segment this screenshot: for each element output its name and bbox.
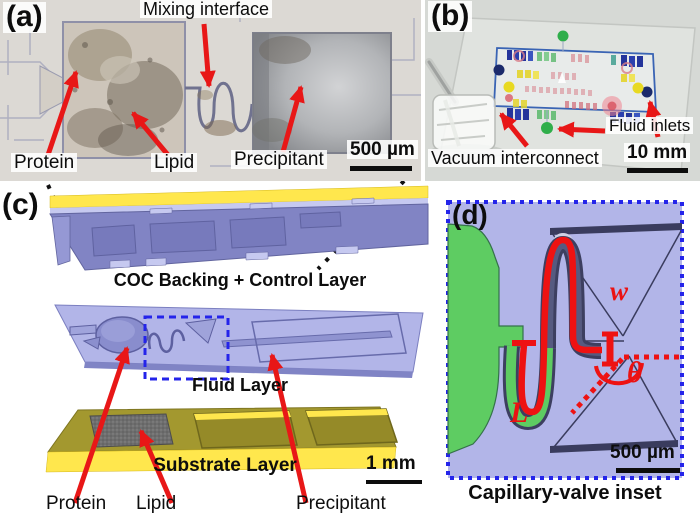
label-vacuum-interconnect: Vacuum interconnect: [428, 149, 602, 167]
coc-control-layer: [49, 185, 429, 271]
label-mixing-interface: Mixing interface: [140, 0, 273, 18]
angle-arc: [594, 362, 644, 386]
label-protein-c: Protein: [46, 493, 107, 514]
precipitant-chamber-cutout: [251, 313, 407, 363]
panel-a-tag: (a): [3, 1, 46, 33]
label-precipitant-a: Precipitant: [231, 150, 327, 169]
label-lipid-c: Lipid: [136, 493, 177, 514]
scale-bar-d: [616, 468, 680, 473]
inset-caption: Capillary-valve inset: [468, 482, 662, 504]
symbol-angle: θ: [627, 356, 643, 389]
inlet-dot-yellow-left: [503, 81, 515, 93]
label-lipid-a: Lipid: [151, 153, 198, 172]
inlet-dot-navy-left: [493, 64, 505, 76]
panel-a-micrograph: [0, 0, 421, 181]
panel-d-tag: (d): [452, 199, 488, 230]
panel-a-arrows: [45, 23, 305, 157]
scale-text-d: 500 µm: [610, 442, 675, 463]
label-substrate-layer: Substrate Layer: [153, 455, 297, 476]
panel-c-arrows: [72, 346, 309, 504]
chip-pattern: [493, 30, 657, 134]
arrow-precipitant: [280, 85, 305, 153]
label-fluid-inlets: Fluid inlets: [606, 117, 694, 134]
label-coc-control-layer: COC Backing + Control Layer: [113, 270, 367, 290]
label-protein-a: Protein: [11, 153, 78, 172]
panel-d-valve-inset: [446, 200, 684, 480]
panel-c-exploded-view: [45, 181, 429, 504]
fluid-layer: [54, 304, 424, 381]
arrow-protein-chamber: [72, 346, 130, 504]
arrow-vacuum-interconnect: [499, 112, 529, 148]
protein-lipid-chamber: [62, 21, 186, 159]
scale-bar-a: [350, 166, 412, 171]
mixing-serpentine-channel: [185, 81, 254, 136]
arrow-mixing-interface: [199, 23, 216, 88]
inlet-dot-yellow-right: [632, 82, 644, 94]
symbol-width: w: [610, 276, 629, 306]
inlet-dot-navy-right: [641, 86, 653, 98]
valve-annotations: [512, 236, 679, 416]
inlet-dot-green-bottom: [541, 122, 553, 134]
scale-bar-b: [627, 168, 688, 173]
label-precipitant-c: Precipitant: [296, 493, 386, 514]
precipitant-chamber: [252, 32, 392, 154]
inset-indicator-box: [143, 315, 230, 381]
panel-c-tag: (c): [2, 188, 39, 221]
label-fluid-layer: Fluid Layer: [191, 375, 289, 395]
valve-serpentine-cutout: [147, 329, 186, 353]
scale-text-a: 500 µm: [347, 140, 418, 159]
arrow-precipitant-chamber: [267, 353, 309, 504]
chamber-walls: [550, 223, 682, 453]
scale-text-b: 10 mm: [624, 143, 691, 162]
symbol-length: L: [510, 396, 529, 429]
scale-bar-c: [366, 480, 422, 484]
panel-b-tag: (b): [428, 0, 473, 32]
arrow-fluid-inlet-green: [557, 121, 606, 138]
angle-wall-line: [570, 357, 624, 415]
scale-text-c: 1 mm: [366, 453, 416, 474]
arrow-lipid-deposit: [138, 429, 175, 504]
width-ibeam-marker: [602, 331, 618, 367]
length-path: [518, 236, 602, 416]
arrow-protein: [45, 70, 79, 156]
inlet-dot-green-top: [557, 30, 569, 42]
arrow-lipid: [131, 111, 170, 157]
substrate-layer: [45, 406, 399, 473]
